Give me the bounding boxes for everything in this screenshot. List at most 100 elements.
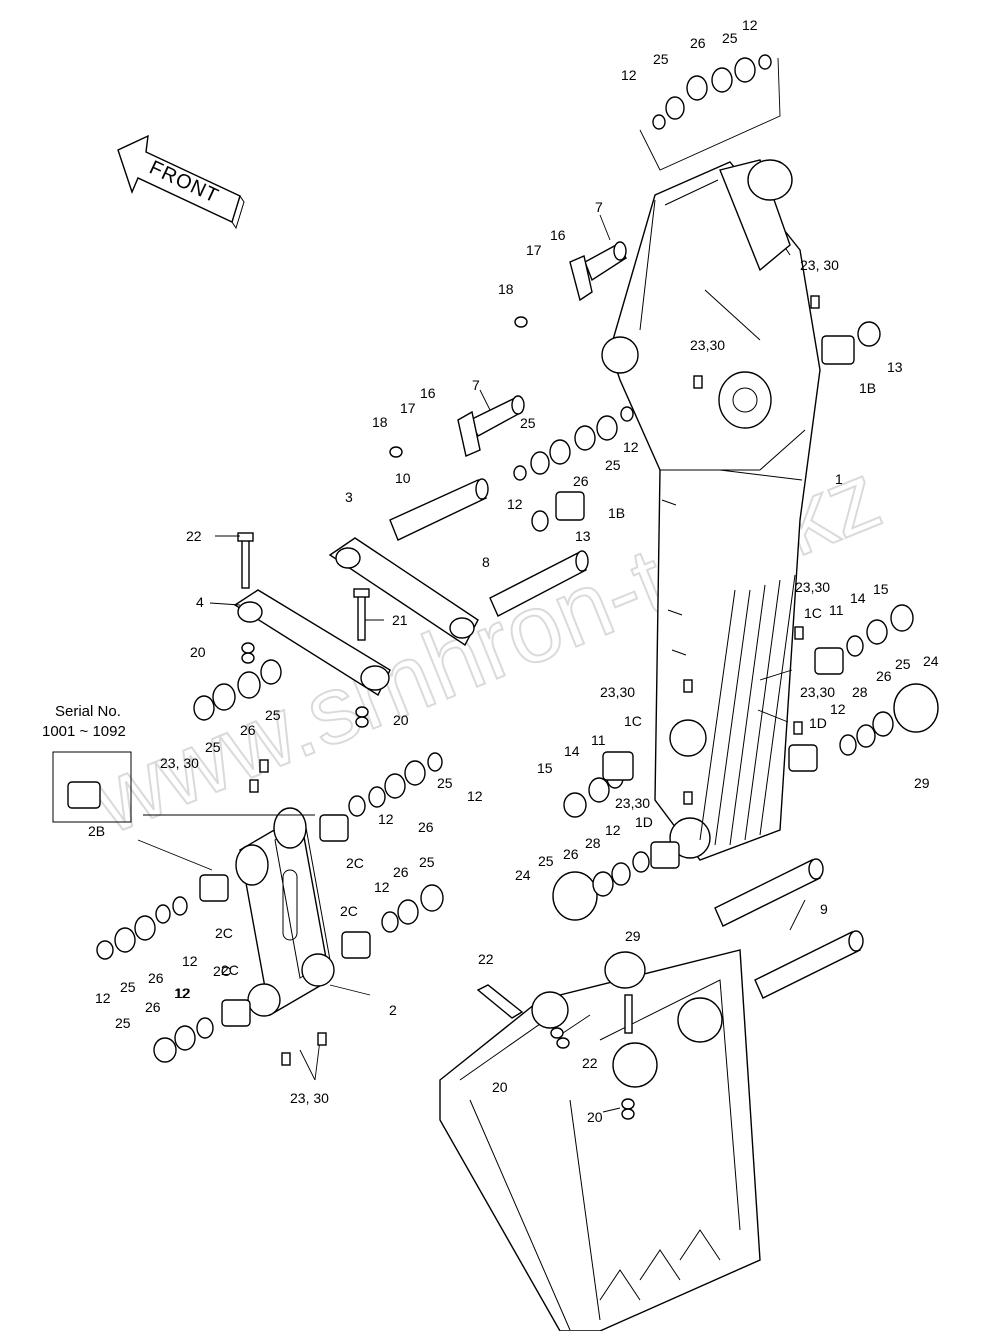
callout-label: 12 [621,67,637,83]
callout-label: 1B [608,505,625,521]
callout-label: 20 [492,1079,508,1095]
washer-set-right-1c [814,604,914,675]
callout-label: 23, 30 [160,755,199,771]
callout-label: 12 [95,990,111,1006]
callout-label: 24 [923,653,939,669]
callout-label: 2C [346,855,364,871]
callout-label: 26 [148,970,164,986]
callout-label: 25 [605,457,621,473]
callout-label: 1C [804,605,822,621]
serial-part-label: 2B [88,823,105,839]
callout-label: 29 [914,775,930,791]
callout-label: 11 [829,602,844,618]
callout-label: 28 [852,684,868,700]
callout-label: 25 [419,854,435,870]
callout-label: 22 [582,1055,598,1071]
callout-label: 12 [182,953,198,969]
callout-label: 25 [538,853,554,869]
washer-set-right-1d [788,683,939,772]
washer-set-link-2-left [96,874,229,960]
callout-label: 25 [653,51,669,67]
callout-label: 23,30 [600,684,635,700]
washer-set-link-2-top [319,752,443,842]
callout-label: 15 [537,760,553,776]
callout-label: 23,30 [800,684,835,700]
callout-label: 26 [240,722,256,738]
callout-label: 1 [835,471,843,487]
callout-label: 12 [623,439,639,455]
callout-label: 7 [472,377,480,393]
callout-label: 26 [563,846,579,862]
callout-label: 17 [526,242,542,258]
callout-label: 16 [420,385,436,401]
callout-label: 1C [624,713,642,729]
callout-label: 10 [395,470,411,486]
callout-label: 24 [515,867,531,883]
callout-label: 23,30 [690,337,725,353]
leader-lines [137,57,806,1113]
bolt-22-upper [237,532,254,589]
callout-label: 8 [482,554,490,570]
callout-label: 2C [340,903,358,919]
serial-box: Serial No. 1001 ~ 1092 2B [42,703,132,839]
link-2 [235,807,335,1017]
callout-label: 25 [265,707,281,723]
pin-middle-7 [457,395,525,457]
callout-label: 23,30 [795,579,830,595]
serial-range: 1001 ~ 1092 [42,723,126,740]
callout-label: 11 [591,732,606,748]
callout-label: 12 [605,822,621,838]
callout-label: 12 [374,879,390,895]
callout-label: 26 [690,35,706,51]
callout-label: 25 [205,739,221,755]
callout-label: 26 [145,999,161,1015]
callout-label: 2C [221,962,239,978]
callout-label: 12 [174,985,190,1001]
bushing-1b-right [821,321,881,365]
callout-label: 22 [186,528,202,544]
washer-set-link-2-bottom [153,999,251,1063]
pin-8 [489,550,589,617]
callout-label: 20 [190,644,206,660]
callout-label: 25 [520,415,536,431]
callout-label: 12 [378,811,394,827]
serial-title: Serial No. [55,703,121,720]
callout-label: 25 [895,656,911,672]
washer-set-link-2-right [341,884,444,959]
callout-label: 28 [585,835,601,851]
bolt-21 [353,588,370,641]
callout-label: 25 [722,30,738,46]
callout-label: 25 [437,775,453,791]
callout-label: 2C [213,963,231,979]
pin-upper-7 [569,241,627,302]
washer-set-left-1c [563,751,634,818]
callout-label: 12 [467,788,483,804]
callout-label: 20 [393,712,409,728]
washer-set-top [652,54,772,130]
callout-label: 21 [392,612,408,628]
grease-fittings [249,295,820,1066]
callout-label: 1D [809,715,827,731]
callout-label: 23,30 [615,795,650,811]
callout-label: 26 [573,473,589,489]
callout-label: 7 [595,199,603,215]
callout-label: 4 [196,594,204,610]
washer-set-link-4 [193,659,282,721]
link-3 [328,537,479,647]
callout-label: 16 [550,227,566,243]
callout-label: 13 [887,359,903,375]
callout-label: 12 [830,701,846,717]
callout-label: 14 [850,590,866,606]
callout-label: 15 [873,581,889,597]
callout-label: 3 [345,489,353,505]
callout-label: 12 [742,17,758,33]
callout-label: 1D [635,814,653,830]
callout-label: 23, 30 [800,257,839,273]
callout-label: 12 [507,496,523,512]
callout-label: 29 [625,928,641,944]
arm-main-body [601,159,821,861]
callout-label: 22 [478,951,494,967]
callout-label: 2 [389,1002,397,1018]
